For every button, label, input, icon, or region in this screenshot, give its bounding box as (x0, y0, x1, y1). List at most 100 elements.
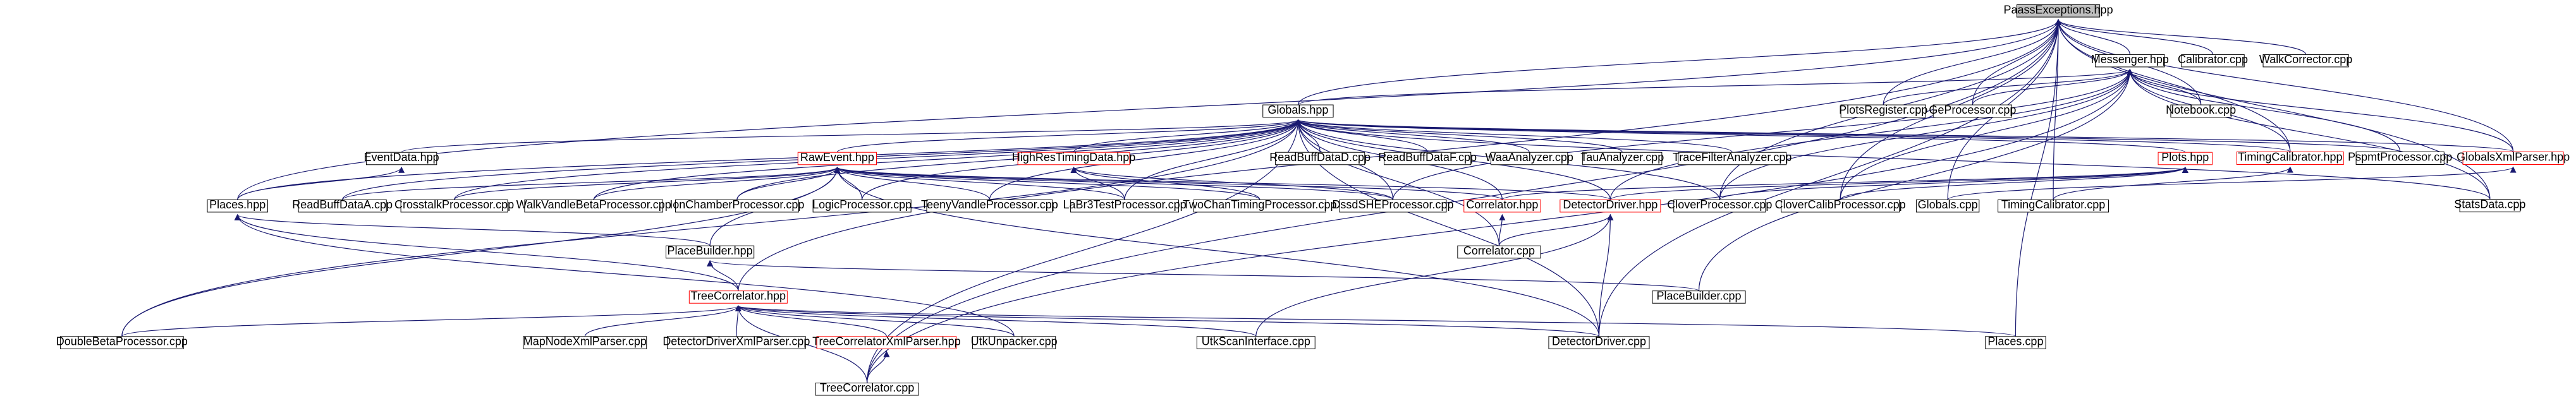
node-TreeCorrelatorHpp[interactable]: TreeCorrelator.hpp (688, 289, 788, 304)
node-GlobalsXmlParser[interactable]: GlobalsXmlParser.hpp (2457, 150, 2570, 165)
node-label: CloverProcessor.cpp (1667, 198, 1772, 211)
node-HighResTimingData[interactable]: HighResTimingData.hpp (1012, 151, 1135, 165)
node-ReadBuffDataF[interactable]: ReadBuffDataF.cpp (1378, 151, 1477, 165)
node-box (59, 336, 184, 349)
node-box (1840, 104, 1926, 118)
node-PlaceBuilderCpp[interactable]: PlaceBuilder.cpp (1652, 289, 1746, 304)
node-CrosstalkProcessor[interactable]: CrosstalkProcessor.cpp (394, 198, 514, 213)
node-TreeCorrelatorCpp[interactable]: TreeCorrelator.cpp (815, 381, 919, 396)
node-TwoChanTimingProcessor[interactable]: TwoChanTimingProcessor.cpp (1183, 198, 1337, 213)
node-ReadBuffDataD[interactable]: ReadBuffDataD.cpp (1269, 151, 1370, 165)
edge-Messenger-CloverCalibProcessor (1840, 68, 2133, 200)
edge-TimingCalibratorHpp-TimingCalibratorCpp (2053, 166, 2293, 200)
node-label: WalkCorrector.cpp (2259, 53, 2352, 66)
node-box (2016, 4, 2101, 18)
node-box (1275, 152, 1365, 165)
node-GlobalsCpp[interactable]: Globals.cpp (1915, 198, 1980, 213)
node-UtkScanInterface[interactable]: UtkScanInterface.cpp (1196, 335, 1315, 349)
node-GeProcessor[interactable]: GeProcessor.cpp (1929, 104, 2016, 118)
edge-GlobalsHpp-PlotsHpp (1295, 119, 2186, 153)
edge-PlacesHpp-TreeCorrelatorHpp (234, 213, 739, 291)
edge-TreeCorrelatorHpp-MapNodeXmlParser (584, 305, 742, 337)
edge-GlobalsXmlParser-GlobalsCpp (1947, 166, 2517, 200)
node-PspmtProcessor[interactable]: PspmtProcessor.cpp (2348, 150, 2452, 165)
node-box (816, 336, 957, 349)
node-label: DetectorDriver.cpp (1552, 335, 1646, 348)
node-label: Places.hpp (209, 198, 266, 211)
edge-GlobalsHpp-WaaAnalyzer (1295, 119, 1530, 153)
node-GlobalsHpp[interactable]: Globals.hpp (1262, 104, 1334, 118)
node-label: DoubleBetaProcessor.cpp (56, 335, 188, 348)
node-ReadBuffDataA[interactable]: ReadBuffDataA.cpp (292, 198, 393, 213)
node-TreeCorrelatorXmlParser[interactable]: TreeCorrelatorXmlParser.hpp (812, 335, 961, 349)
node-CloverProcessor[interactable]: CloverProcessor.cpp (1667, 198, 1772, 213)
node-IonChamberProcessor[interactable]: IonChamberProcessor.cpp (669, 198, 804, 213)
edge-TreeCorrelatorHpp-DetectorDriverXmlParserCpp (735, 305, 742, 337)
edge-TreeCorrelatorHpp-UtkUnpacker (735, 305, 1015, 337)
node-box (2262, 54, 2349, 68)
node-box (1985, 336, 2046, 349)
node-label: IonChamberProcessor.cpp (669, 198, 804, 211)
node-box (1548, 336, 1650, 349)
node-UtkUnpacker[interactable]: UtkUnpacker.cpp (971, 335, 1058, 349)
node-PlacesCpp[interactable]: Places.cpp (1985, 335, 2046, 349)
edge-Messenger-TreeCorrelatorCpp (866, 68, 2133, 383)
edge-RawEvent-ReadBuffDataA (342, 166, 841, 200)
node-LogicProcessor[interactable]: LogicProcessor.cpp (812, 198, 912, 213)
node-box (812, 199, 912, 213)
node-TeenyVandleProcessor[interactable]: TeenyVandleProcessor.cpp (921, 198, 1058, 213)
node-WalkVandleBetaProcessor[interactable]: WalkVandleBetaProcessor.cpp (516, 198, 671, 213)
edge-PaassExceptions-WalkCorrector (2055, 19, 2307, 55)
node-DssdSHEProcessor[interactable]: DssdSHEProcessor.cpp (1332, 198, 1454, 213)
edge-DetectorDriverHpp-UtkScanInterface (1255, 213, 1614, 337)
node-WalkCorrector[interactable]: WalkCorrector.cpp (2259, 53, 2352, 68)
edge-TreeCorrelatorHpp-DetectorDriverCpp (735, 305, 1600, 337)
edge-PaassExceptions-GeProcessor (1972, 19, 2062, 105)
node-PlacesHpp[interactable]: Places.hpp (207, 198, 268, 213)
node-Notebook[interactable]: Notebook.cpp (2166, 104, 2236, 118)
edge-GlobalsHpp-HighResTimingData (1073, 119, 1302, 153)
node-DetectorDriverXmlParserCpp[interactable]: DetectorDriverXmlParser.cpp (662, 335, 810, 349)
edge-RawEvent-CorrelatorHpp (834, 166, 1503, 200)
node-Calibrator[interactable]: Calibrator.cpp (2178, 53, 2248, 68)
node-LaBr3TestProcessor[interactable]: LaBr3TestProcessor.cpp (1063, 198, 1187, 213)
node-PlaceBuilderHpp[interactable]: PlaceBuilder.hpp (666, 244, 755, 259)
node-EventData[interactable]: EventData.hpp (364, 151, 439, 165)
node-box (1262, 104, 1334, 118)
node-TimingCalibratorHpp[interactable]: TimingCalibrator.hpp (2236, 150, 2344, 165)
node-TraceFilterAnalyzer[interactable]: TraceFilterAnalyzer.cpp (1673, 151, 1792, 165)
edge-EventData-PlacesHpp (237, 166, 405, 200)
node-PlotsRegister[interactable]: PlotsRegister.cpp (1839, 104, 1927, 118)
node-DoubleBetaProcessor[interactable]: DoubleBetaProcessor.cpp (56, 335, 188, 349)
node-PlotsHpp[interactable]: Plots.hpp (2158, 151, 2213, 165)
node-label: MapNodeXmlParser.cpp (523, 335, 647, 348)
node-TimingCalibratorCpp[interactable]: TimingCalibrator.cpp (1998, 198, 2109, 213)
node-Messenger[interactable]: Messenger.hpp (2091, 53, 2169, 68)
edge-GlobalsHpp-TauAnalyzer (1295, 119, 1623, 153)
node-TauAnalyzer[interactable]: TauAnalyzer.cpp (1580, 151, 1664, 165)
node-label: ReadBuffDataF.cpp (1378, 151, 1477, 164)
node-label: TeenyVandleProcessor.cpp (921, 198, 1058, 211)
node-DetectorDriverHpp[interactable]: DetectorDriver.hpp (1560, 198, 1661, 213)
node-CloverCalibProcessor[interactable]: CloverCalibProcessor.cpp (1775, 198, 1906, 213)
node-box (207, 199, 268, 213)
node-label: UtkScanInterface.cpp (1202, 335, 1310, 348)
node-RawEvent[interactable]: RawEvent.hpp (797, 151, 877, 165)
node-box (1017, 152, 1130, 165)
node-DetectorDriverCpp[interactable]: DetectorDriver.cpp (1548, 335, 1650, 349)
edge-GlobalsHpp-EventData (401, 119, 1301, 153)
node-WaaAnalyzer[interactable]: WaaAnalyzer.cpp (1485, 151, 1573, 165)
node-CorrelatorHpp[interactable]: Correlator.hpp (1463, 198, 1541, 213)
node-PaassExceptions[interactable]: PaassExceptions.hpp (2003, 3, 2113, 18)
node-MapNodeXmlParser[interactable]: MapNodeXmlParser.cpp (523, 335, 647, 349)
node-CorrelatorCpp[interactable]: Correlator.cpp (1457, 244, 1541, 259)
node-label: PlaceBuilder.hpp (668, 244, 753, 257)
edge-RawEvent-TwoChanTimingProcessor (834, 166, 1261, 200)
edge-PlotsHpp-CloverCalibProcessor (1840, 166, 2188, 200)
edge-TreeCorrelatorXmlParser-TreeCorrelatorCpp (866, 350, 890, 383)
node-StatsData[interactable]: StatsData.cpp (2454, 198, 2525, 213)
node-label: LogicProcessor.cpp (812, 198, 912, 211)
node-box (1196, 336, 1315, 349)
node-label: WalkVandleBetaProcessor.cpp (516, 198, 671, 211)
